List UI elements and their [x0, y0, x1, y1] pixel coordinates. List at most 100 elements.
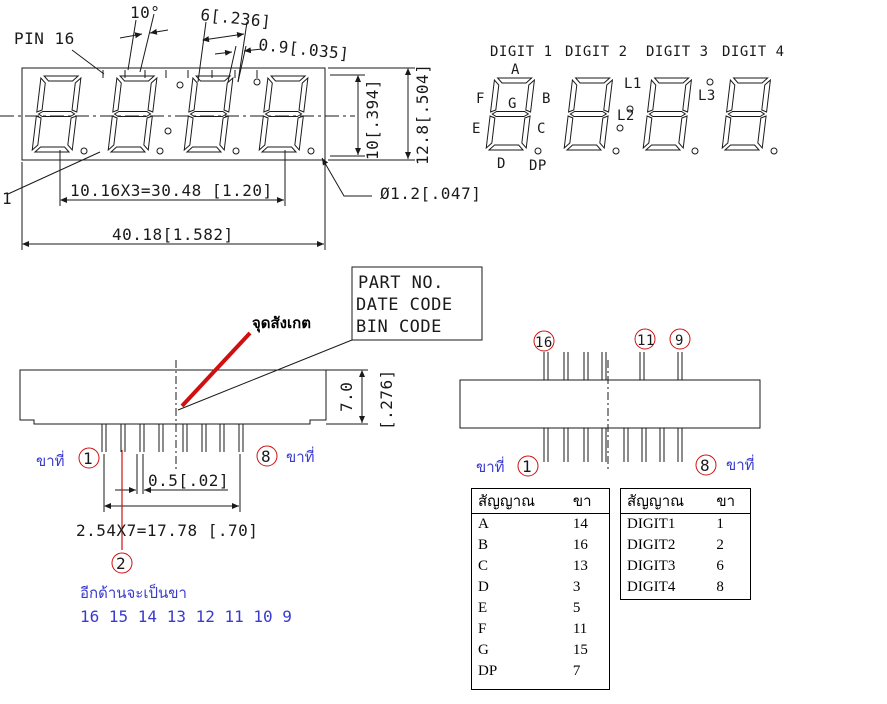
seg-width-label: 0.9[.035]	[258, 35, 351, 63]
digit-4	[721, 77, 772, 151]
segment-b	[298, 76, 309, 113]
table-row: DIGIT1 1	[621, 514, 750, 536]
digit2-label: DIGIT 2	[565, 44, 628, 60]
dp-dot-2	[612, 147, 620, 155]
pv-pin16-marker: 16	[533, 330, 555, 352]
pin-cell: 11	[572, 621, 588, 637]
segment-g	[37, 111, 76, 117]
signal-cell: D	[478, 579, 489, 595]
segment-b	[147, 76, 158, 113]
segment-f	[188, 76, 198, 113]
signal-cell: DP	[478, 663, 498, 679]
segment-a	[496, 77, 533, 84]
pin-cell: 15	[572, 642, 588, 658]
seg-arrow-a	[214, 49, 233, 56]
segment-e	[183, 115, 194, 152]
signal-cell: E	[478, 600, 488, 616]
pin-word-left: ขาที่	[36, 450, 65, 470]
l2-label: L2	[617, 108, 635, 124]
segment-f	[36, 76, 46, 113]
segment-e	[563, 115, 574, 150]
pin-cell: 1	[716, 516, 724, 532]
dp-dot-1	[534, 147, 542, 155]
front-digit-3	[183, 75, 234, 153]
pin1-marker: 1	[78, 447, 100, 469]
segment-f	[263, 76, 273, 113]
pin1-circle	[78, 447, 100, 469]
dp-dot-4	[770, 147, 778, 155]
signal-cell: DIGIT1	[627, 516, 676, 532]
other-side-label: อีกด้านจะเป็นขา	[80, 583, 187, 602]
pin-cell: 5	[572, 600, 581, 616]
segment-d	[723, 144, 761, 151]
seg-e-label: E	[472, 121, 481, 137]
front-colon-high	[176, 81, 184, 89]
signal-cell: B	[478, 537, 489, 553]
signal-cell: C	[478, 558, 489, 574]
front-dp-2	[156, 147, 164, 155]
seg-b-label: B	[542, 91, 551, 107]
l1-dot	[626, 105, 634, 113]
pitch-label: 10.16X3=30.48 [1.20]	[70, 181, 273, 200]
pv-pin8-marker: 8	[695, 454, 717, 476]
digit-2	[563, 77, 614, 151]
pin2-circle	[111, 552, 133, 574]
segment-d	[644, 144, 682, 151]
segment-d	[487, 144, 525, 151]
front-digit-2	[107, 75, 158, 153]
segment-b	[525, 78, 536, 113]
l2-dot	[616, 124, 624, 132]
dim-ext-b	[237, 21, 248, 83]
side-view	[19, 266, 483, 512]
pv-pin9-marker: 9	[669, 328, 691, 350]
segment-g	[491, 111, 530, 117]
digit3-label: DIGIT 3	[646, 44, 709, 60]
front-digits	[31, 70, 315, 155]
signal-cell: DIGIT4	[627, 579, 676, 595]
segment-f	[725, 78, 736, 113]
part-line-2: DATE CODE	[356, 295, 453, 315]
pin16-pointer	[71, 49, 105, 75]
pin2-number: 2	[116, 554, 126, 573]
pin-cell: 14	[572, 516, 588, 532]
pin-word-right: ขาที่	[286, 446, 315, 466]
pin16-label: PIN 16	[14, 29, 75, 48]
dp-dot-3	[691, 147, 699, 155]
seg-table-header-signal: สัญญาณ	[472, 489, 567, 514]
signal-cell: F	[478, 621, 487, 637]
table-row: F 11	[472, 619, 609, 640]
segment-c	[143, 115, 153, 152]
segment-f	[489, 78, 500, 113]
segment-c	[678, 115, 688, 150]
segment-c	[294, 115, 304, 152]
front-dp-4	[307, 147, 315, 155]
segment-d	[33, 146, 71, 153]
pin1-number: 1	[83, 449, 93, 468]
part-line-3: BIN CODE	[356, 317, 442, 337]
side-height-inch-label: [.276]	[377, 369, 396, 430]
front-digit-1	[31, 75, 82, 153]
part-box	[351, 266, 483, 341]
front-digit-4	[258, 75, 309, 153]
total-width-label: 40.18[1.582]	[112, 225, 234, 244]
segment-f	[112, 76, 122, 113]
pin8-marker: 8	[256, 445, 278, 467]
front-l3-dot	[253, 78, 261, 86]
l1-label: L1	[624, 76, 642, 92]
side-height-label: 7.0	[337, 382, 356, 412]
segment-a	[119, 75, 156, 82]
angle-arrow-right	[149, 28, 169, 35]
seg-d-label: D	[497, 156, 506, 172]
l3-dot	[706, 78, 714, 86]
angle-line-a	[127, 19, 137, 71]
segment-e	[642, 115, 653, 150]
